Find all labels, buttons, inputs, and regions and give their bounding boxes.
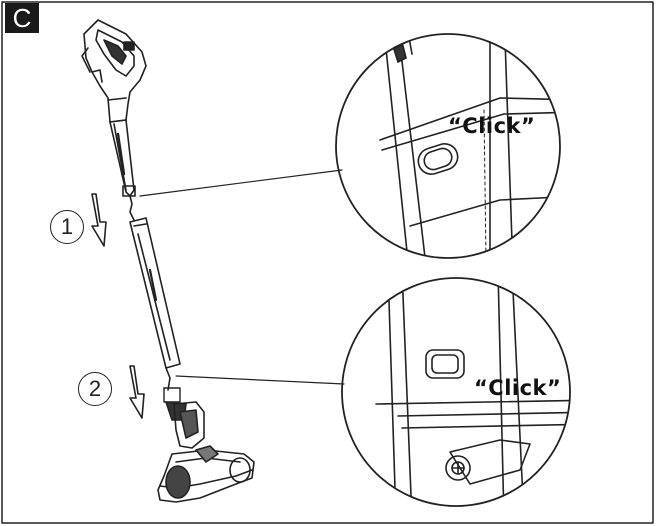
- click-callout-lower: “Click”: [474, 376, 562, 400]
- click-callout-upper: “Click”: [448, 114, 536, 138]
- upper-tube: [109, 119, 136, 221]
- step-2-marker: 2: [78, 372, 112, 406]
- floor-nozzle: [157, 387, 255, 503]
- panel-label: C: [5, 3, 39, 33]
- leader-line-upper: [139, 169, 343, 197]
- arrow-down-icon: [129, 365, 145, 419]
- arrow-down-icon: [91, 193, 107, 247]
- leader-line-lower: [175, 375, 345, 385]
- lower-detail-circle: [341, 277, 571, 507]
- middle-tube: [129, 217, 181, 391]
- vacuum-handle: [81, 19, 147, 123]
- step-1-marker: 1: [50, 210, 84, 244]
- upper-detail-circle: [335, 33, 561, 259]
